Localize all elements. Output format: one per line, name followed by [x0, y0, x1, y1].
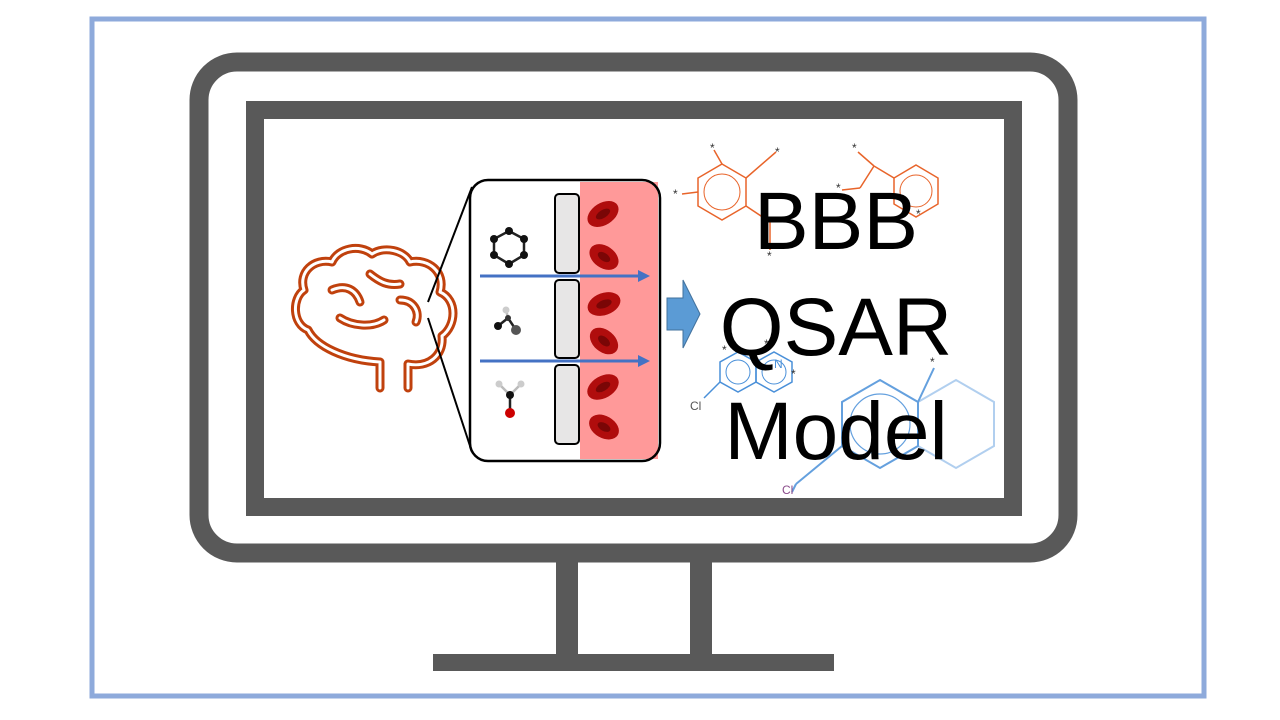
asterisk-label: *	[775, 145, 780, 159]
molecule-icon	[495, 380, 525, 418]
endothelial-cell	[554, 279, 580, 359]
nitrogen-label: N	[774, 357, 783, 371]
asterisk-label: *	[673, 187, 678, 201]
blood-vessel-region	[580, 182, 658, 459]
zoom-box-border	[468, 178, 662, 463]
monitor-neck-right	[690, 553, 712, 657]
brain-icon-inner	[294, 246, 455, 390]
blue-molecule-large	[791, 367, 995, 493]
monitor-bezel	[189, 52, 1078, 563]
asterisk-label: *	[930, 355, 935, 369]
blue-molecule-labels: * * * * N Cl Cl	[690, 337, 935, 497]
title-line: BBB	[754, 176, 918, 267]
endothelial-cell	[554, 364, 580, 445]
asterisk-label: *	[916, 207, 921, 221]
endothelial-cell	[554, 193, 580, 274]
molecule-icon	[490, 227, 528, 268]
chlorine-label: Cl	[782, 483, 793, 497]
asterisk-label: *	[722, 343, 727, 357]
asterisk-label: *	[836, 181, 841, 195]
chlorine-label: Cl	[690, 399, 701, 413]
asterisk-label: *	[852, 141, 857, 155]
transport-arrow	[480, 270, 650, 282]
orange-molecule-asterisks: * * * * * * *	[673, 141, 921, 263]
transport-arrow	[480, 355, 650, 367]
bbb-zoom-panel	[468, 178, 662, 463]
molecule-icon	[494, 306, 521, 335]
title-line: Model	[724, 386, 947, 477]
blue-molecule-small	[703, 351, 793, 399]
orange-molecule-right	[841, 151, 939, 218]
monitor-neck-left	[556, 553, 578, 657]
asterisk-label: *	[767, 249, 772, 263]
monitor-icon	[189, 52, 1078, 671]
zoom-line-bottom	[427, 317, 473, 453]
blood-cell-icon	[587, 201, 621, 440]
zoom-line-top	[427, 186, 473, 303]
asterisk-label: *	[791, 367, 796, 381]
title-line: QSAR	[720, 282, 952, 373]
arrow-right-icon	[666, 279, 701, 349]
monitor-base	[433, 654, 834, 671]
asterisk-label: *	[710, 141, 715, 155]
asterisk-label: *	[764, 337, 769, 351]
orange-molecule-left	[681, 149, 777, 250]
